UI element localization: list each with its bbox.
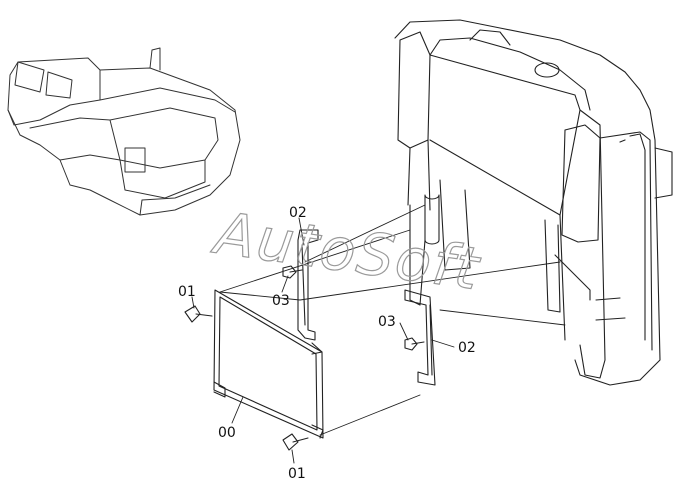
bracket-left [297, 229, 319, 341]
leader-lines [219, 204, 566, 436]
label-bolt-right: 03 [378, 314, 396, 330]
label-bracket-right: 02 [458, 340, 476, 356]
wing-bolt-top [184, 305, 213, 323]
bracket-right [404, 289, 436, 386]
radiator-assembly [394, 19, 673, 386]
label-screen: 00 [218, 425, 236, 441]
wing-bolt-bottom [282, 433, 309, 451]
screen-part [213, 289, 324, 439]
label-wing-bolt-bottom: 01 [288, 466, 306, 482]
bolt-right [404, 337, 425, 351]
label-leaders [191, 217, 455, 464]
watermark-text: AutoSoft [208, 198, 485, 303]
label-bolt-left: 03 [272, 293, 290, 309]
label-bracket-left: 02 [289, 205, 307, 221]
excavator-thumbnail [7, 47, 241, 216]
bolt-left [282, 265, 303, 279]
label-wing-bolt-top: 01 [178, 284, 196, 300]
